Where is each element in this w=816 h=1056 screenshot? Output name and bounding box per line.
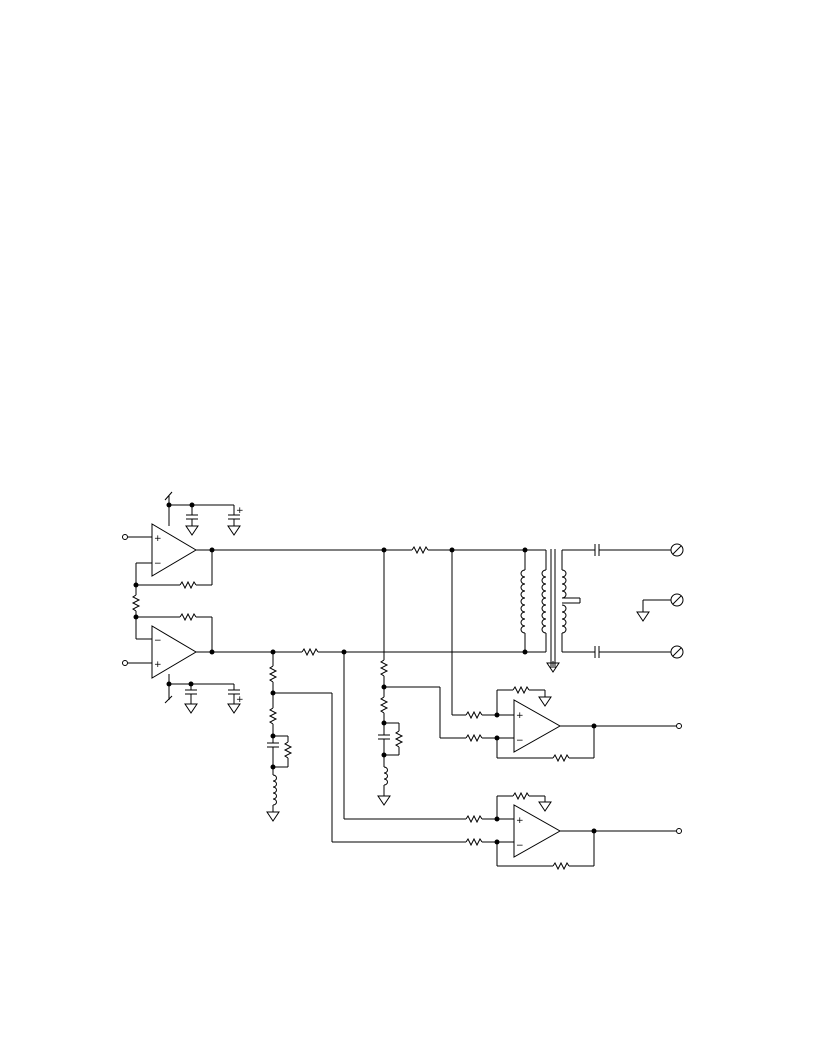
svg-text:−: − <box>154 559 162 569</box>
transformer <box>520 549 581 673</box>
svg-text:+: + <box>236 506 244 516</box>
ground-icon <box>636 611 650 622</box>
input-terminal-bottom <box>122 660 152 666</box>
screw-terminal-icon <box>670 593 684 607</box>
screw-terminal-icon <box>670 645 684 659</box>
ground-icon <box>546 662 560 673</box>
svg-text:+: + <box>516 711 524 721</box>
svg-text:−: − <box>516 841 524 851</box>
input-terminal-top <box>122 534 152 540</box>
ground-icon <box>185 525 199 536</box>
svg-text:+: + <box>236 695 244 705</box>
ground-icon <box>377 795 391 806</box>
svg-text:+: + <box>516 816 524 826</box>
line-output-ground <box>636 593 684 622</box>
output-terminal-2 <box>676 828 682 834</box>
input-opamp-bottom: − + <box>151 625 197 679</box>
input-opamp-top: + − <box>151 523 197 577</box>
ground-icon <box>538 801 552 812</box>
ground-icon <box>266 811 280 822</box>
ground-icon <box>538 696 552 707</box>
line-output-bottom <box>562 645 684 659</box>
supply-top: + <box>164 491 244 536</box>
ground-icon <box>184 703 198 714</box>
input-feedback-network <box>131 550 213 652</box>
bottom-signal-line <box>196 647 546 657</box>
ground-icon <box>227 703 241 714</box>
supply-bottom: + <box>164 674 244 714</box>
output-terminal-1 <box>676 723 682 729</box>
line-output-top <box>562 543 684 557</box>
rlc-branch-left <box>266 652 333 842</box>
svg-text:+: + <box>154 660 162 670</box>
top-signal-line <box>196 545 546 660</box>
ground-icon <box>227 525 241 536</box>
svg-text:−: − <box>154 636 162 646</box>
svg-text:−: − <box>516 736 524 746</box>
svg-text:+: + <box>154 534 162 544</box>
monitor-opamp-1: + − <box>440 550 682 763</box>
rlc-branch-right <box>377 659 441 806</box>
screw-terminal-icon <box>670 543 684 557</box>
monitor-opamp-2: + − <box>332 652 682 871</box>
